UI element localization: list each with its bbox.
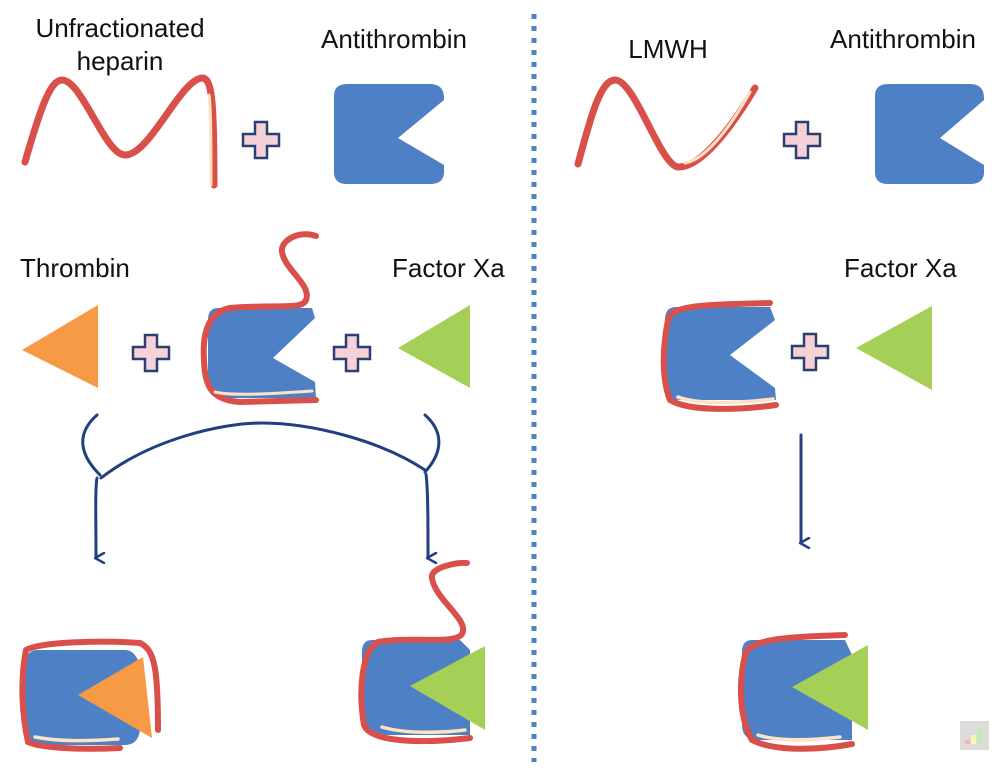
plus-icon [782, 120, 822, 160]
antithrombin-shape-left [334, 84, 444, 184]
plus-icon [790, 332, 830, 372]
lmwh-label: LMWH [628, 34, 707, 64]
unfractionated-heparin-chain [21, 74, 218, 189]
factor-xa-label-left: Factor Xa [392, 253, 505, 283]
factor-xa-shape-left [398, 305, 470, 388]
ufh-antithrombin-complex [200, 231, 319, 406]
thrombin-shape [22, 305, 98, 388]
thrombin-label: Thrombin [20, 253, 130, 283]
antithrombin-thrombin-complex [19, 638, 161, 752]
antithrombin-label-right: Antithrombin [830, 24, 976, 54]
lmwh-chain [574, 76, 759, 171]
antithrombin-label-left: Antithrombin [321, 24, 467, 54]
lmwh-antithrombin-complex [660, 300, 779, 412]
lmwh-antithrombin-factor-xa-complex [737, 632, 868, 752]
ufh-antithrombin-factor-xa-complex [358, 559, 485, 745]
watermark-icon [960, 721, 989, 750]
unfractionated-heparin-label-line2: heparin [77, 46, 164, 76]
factor-xa-label-right: Factor Xa [844, 253, 957, 283]
reaction-arrows-left [81, 413, 441, 558]
antithrombin-shape-right [875, 84, 984, 184]
plus-icon [332, 333, 372, 373]
plus-icon [131, 333, 171, 373]
unfractionated-heparin-label-line1: Unfractionated [35, 13, 204, 43]
factor-xa-shape-right [856, 306, 932, 390]
plus-icon [241, 120, 281, 160]
